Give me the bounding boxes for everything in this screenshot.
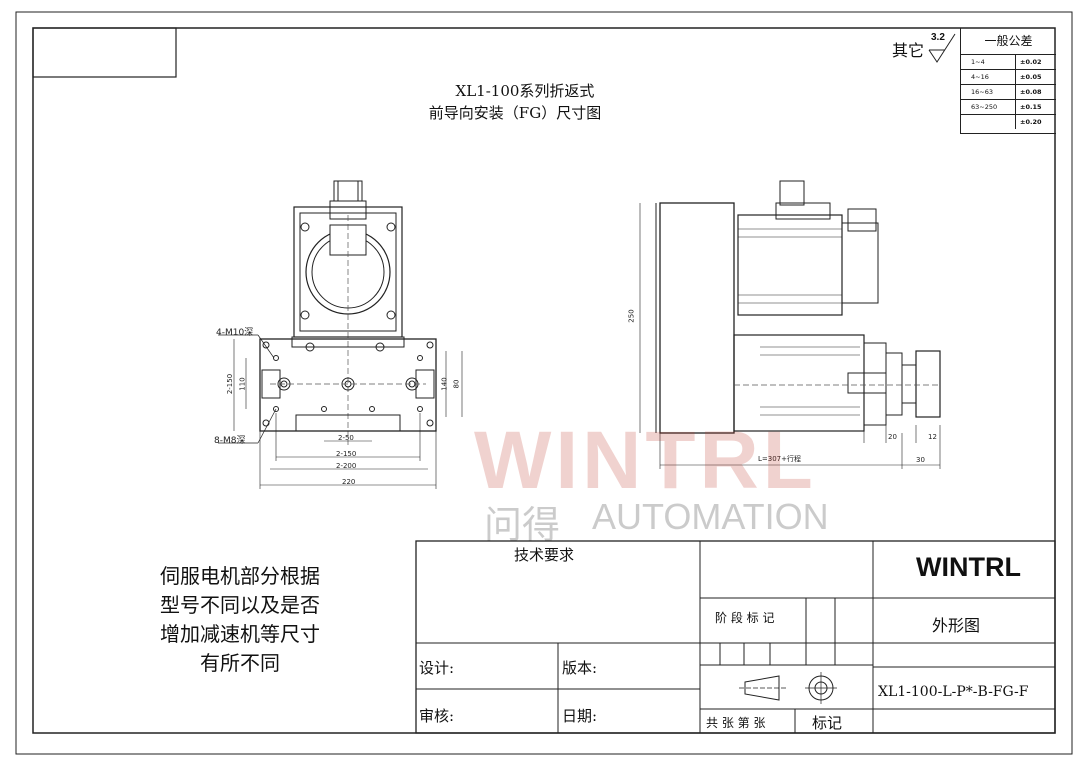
dim-2-50: 2-50	[338, 434, 354, 442]
part-number: XL1-100-L-P*-B-FG-F	[878, 684, 1029, 700]
design-label: 设计:	[419, 659, 455, 677]
tolerance-row: 1~4 ±0.02	[961, 55, 1056, 70]
dim-length: L=307+行程	[758, 455, 801, 463]
dim-2-200: 2-200	[336, 462, 357, 470]
dim-30: 30	[916, 456, 925, 464]
tolerance-row: ±0.20	[961, 115, 1056, 129]
hole-label-m10: 4-M10深	[216, 328, 254, 338]
mark-label: 标记	[812, 714, 843, 732]
tolerance-table: 一般公差 1~4 ±0.02 4~16 ±0.05 16~63 ±0.08 63…	[960, 28, 1056, 134]
version-label: 版本:	[562, 659, 598, 677]
watermark-cn: 问得	[484, 503, 561, 547]
dim-2-150: 2-150	[336, 450, 357, 458]
drawing-name: 外形图	[932, 616, 981, 635]
hole-label-m8: 8-M8深	[214, 436, 246, 446]
tolerance-row: 63~250 ±0.15	[961, 100, 1056, 115]
note-line: 有所不同	[200, 651, 280, 675]
note-line: 伺服电机部分根据	[160, 564, 320, 588]
tech-requirements-label: 技术要求	[514, 546, 575, 564]
date-label: 日期:	[562, 707, 598, 725]
dim-12: 12	[928, 433, 937, 441]
sheets-label: 共 张 第 张	[706, 716, 766, 730]
stage-mark-label: 阶 段 标 记	[715, 611, 775, 625]
note: 伺服电机部分根据 型号不同以及是否 增加减速机等尺寸 有所不同	[100, 562, 380, 678]
title-block-brand: WINTRL	[916, 552, 1021, 582]
drawing-caption-line1: XL1-100系列折返式	[455, 82, 595, 100]
note-line: 增加减速机等尺寸	[160, 622, 320, 646]
roughness-symbol-icon	[928, 33, 956, 63]
dim-220: 220	[342, 478, 356, 486]
roughness-prefix: 其它	[892, 41, 925, 60]
dim-20: 20	[888, 433, 897, 441]
front-view-drawing	[218, 180, 463, 489]
watermark-sub: AUTOMATION	[592, 496, 829, 537]
watermark-brand: WINTRL	[474, 415, 817, 506]
drawing-caption-line2: 前导向安装（FG）尺寸图	[428, 104, 602, 122]
tolerance-row: 4~16 ±0.05	[961, 70, 1056, 85]
tolerance-row: 16~63 ±0.08	[961, 85, 1056, 100]
side-view-drawing	[639, 180, 941, 469]
review-label: 审核:	[419, 707, 455, 725]
roughness-value: 3.2	[931, 32, 945, 43]
note-line: 型号不同以及是否	[160, 593, 320, 617]
tolerance-title: 一般公差	[961, 28, 1056, 55]
projection-symbol-icon	[739, 672, 837, 704]
